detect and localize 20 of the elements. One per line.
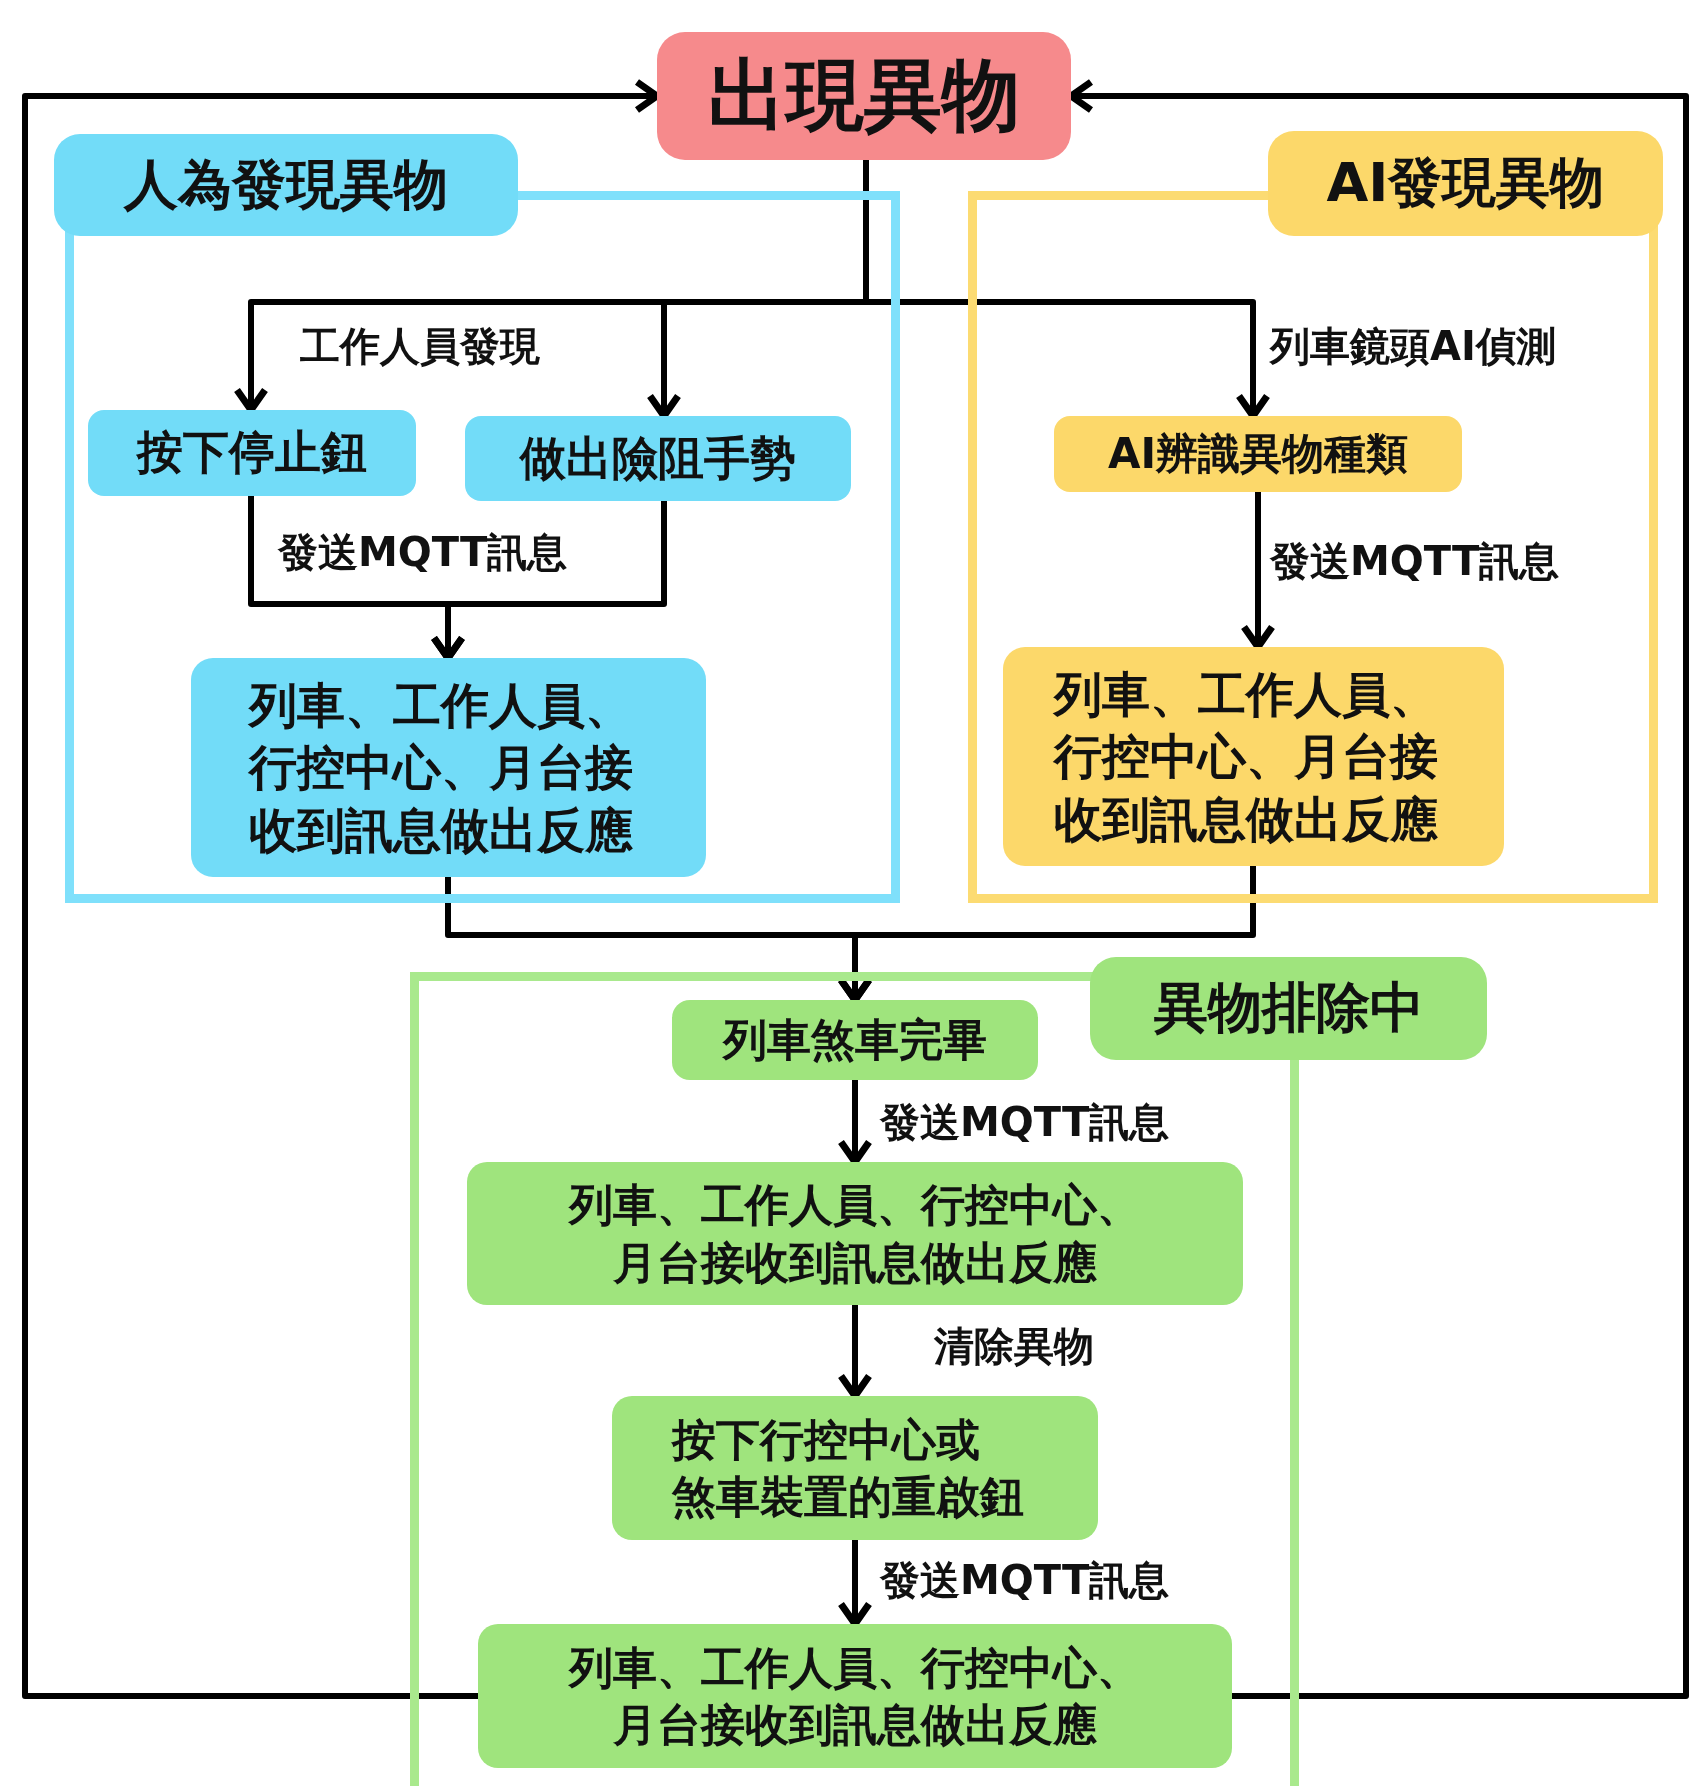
process-box: 列車、工作人員、行控中心、月台接收到訊息做出反應: [478, 1624, 1232, 1768]
edge-label: 發送MQTT訊息: [880, 1556, 1170, 1604]
process-box: AI辨識異物種類: [1054, 416, 1462, 492]
group-heading: AI發現異物: [1268, 131, 1663, 236]
edge-label: 發送MQTT訊息: [880, 1098, 1170, 1146]
group-heading: 異物排除中: [1090, 957, 1487, 1060]
process-box: 列車、工作人員、行控中心、月台接收到訊息做出反應: [191, 658, 706, 877]
process-box: 按下停止鈕: [88, 410, 416, 496]
group-heading: 人為發現異物: [54, 134, 518, 236]
process-box: 列車、工作人員、行控中心、月台接收到訊息做出反應: [467, 1162, 1243, 1305]
start-box: 出現異物: [657, 32, 1071, 160]
process-box: 按下行控中心或煞車裝置的重啟鈕: [612, 1396, 1098, 1540]
process-box: 列車煞車完畢: [672, 1000, 1038, 1080]
process-box: 做出險阻手勢: [465, 416, 851, 501]
process-box: 列車、工作人員、行控中心、月台接收到訊息做出反應: [1003, 647, 1504, 866]
edge-label: 發送MQTT訊息: [278, 528, 568, 576]
edge-label: 清除異物: [934, 1322, 1094, 1370]
edge-label: 發送MQTT訊息: [1270, 537, 1560, 585]
edge-label: 列車鏡頭AI偵測: [1270, 322, 1556, 370]
edge-label: 工作人員發現: [300, 322, 540, 370]
